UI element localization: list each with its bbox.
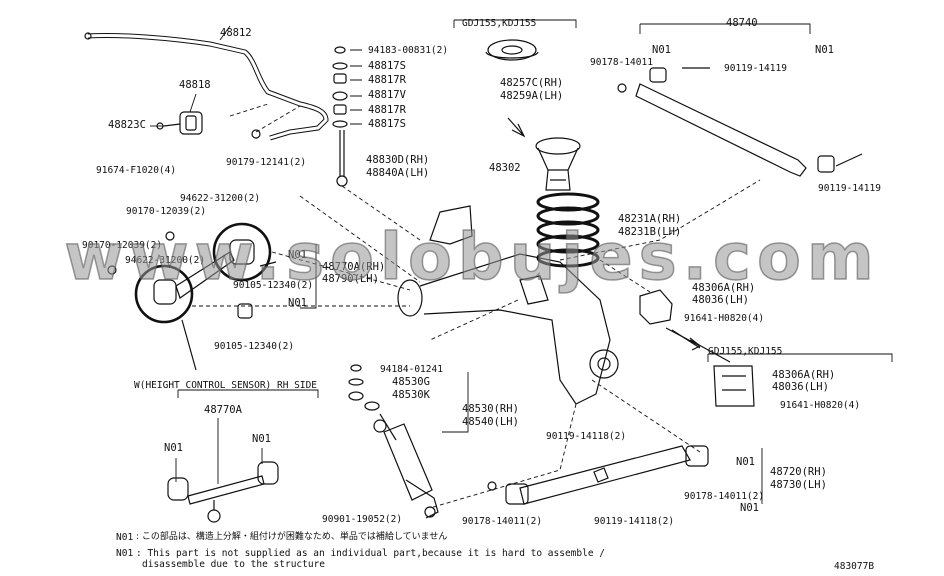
part-90119-right: 90119-14119 <box>818 183 881 194</box>
sensor-arrowhead-icon <box>665 327 701 351</box>
part-48817R-a: 48817R <box>368 74 406 86</box>
part-48530K: 48530K <box>392 389 430 401</box>
n01-bot-right-a: N01 <box>736 456 755 468</box>
part-48530: 48530(RH) <box>462 403 519 415</box>
part-90105-a: 90105-12340(2) <box>233 280 314 291</box>
part-90119-top: 90119-14119 <box>724 63 787 74</box>
axle-housing <box>397 205 619 405</box>
part-48036-a: 48036(LH) <box>692 294 749 306</box>
part-48540: 48540(LH) <box>462 416 519 428</box>
n01-mid-a: N01 <box>288 249 307 261</box>
n01-mid-b: N01 <box>288 297 307 309</box>
down-arrow-icon <box>507 117 526 138</box>
part-48812: 48812 <box>220 27 252 39</box>
bump-stopper <box>535 137 581 191</box>
spring-seat <box>485 39 539 61</box>
part-48770A: 48770A <box>204 404 242 416</box>
lateral-rod-48740 <box>617 67 863 177</box>
note-jp-code: N01 <box>116 532 134 543</box>
part-48823C: 48823C <box>108 119 146 131</box>
note-en-code: N01 <box>116 548 134 559</box>
part-48740: 48740 <box>726 17 758 29</box>
part-90178-bot-r: 90178-14011(2) <box>684 491 765 502</box>
part-94184: 94184-01241 <box>380 364 443 375</box>
part-90119-bot-a: 90119-14118(2) <box>546 431 627 442</box>
height-sensor-arm <box>167 461 279 523</box>
part-90179: 90179-12141(2) <box>226 157 307 168</box>
part-48817R-b: 48817R <box>368 104 406 116</box>
part-90178-bot: 90178-14011(2) <box>462 516 543 527</box>
part-48770A-rh: 48770A(RH) <box>322 261 386 273</box>
part-48817S-b: 48817S <box>368 118 406 130</box>
part-48830D: 48830D(RH) <box>366 154 430 166</box>
part-48720: 48720(RH) <box>770 466 827 478</box>
model-note-mid: GDJ155,KDJ155 <box>708 346 783 357</box>
part-48257C: 48257C(RH) <box>500 77 564 89</box>
model-note-top: GDJ155,KDJ155 <box>462 18 537 29</box>
part-48730: 48730(LH) <box>770 479 827 491</box>
part-48790: 48790(LH) <box>322 273 379 285</box>
lower-control-arm <box>487 445 709 505</box>
part-90178-top: 90178-14011 <box>590 57 653 68</box>
part-90901: 90901-19052(2) <box>322 514 403 525</box>
shock-absorber <box>348 364 439 519</box>
watermark-text: www.solobujes.com <box>64 221 880 295</box>
part-48817V: 48817V <box>368 89 406 101</box>
part-94622-b: 94622-31200(2) <box>125 255 206 266</box>
bushing-48818 <box>156 111 203 135</box>
part-90170-a: 90170-12039(2) <box>126 206 207 217</box>
n01-bot-right-b: N01 <box>740 502 759 514</box>
part-48259A: 48259A(LH) <box>500 90 564 102</box>
part-94622-a: 94622-31200(2) <box>180 193 261 204</box>
note-en-text1: : This part is not supplied as an indivi… <box>136 548 605 559</box>
stabilizer-bar <box>84 32 329 141</box>
part-48818: 48818 <box>179 79 211 91</box>
bump-stop-48306A <box>639 289 755 407</box>
upper-control-arm <box>107 222 277 371</box>
part-48302: 48302 <box>489 162 521 174</box>
part-48530G: 48530G <box>392 376 430 388</box>
note-jp-text: : この部品は、構造上分解・組付けが困難なため、単品では補給していません <box>136 532 448 542</box>
n01-top-right: N01 <box>815 44 834 56</box>
n01-top-left: N01 <box>652 44 671 56</box>
part-48306A-b: 48306A(RH) <box>772 369 836 381</box>
dashed-guides <box>192 103 761 509</box>
part-90105-b: 90105-12340(2) <box>214 341 295 352</box>
part-48840A: 48840A(LH) <box>366 167 430 179</box>
note-en-text2: disassemble due to the structure <box>142 559 326 570</box>
part-48817S-a: 48817S <box>368 60 406 72</box>
part-48231B: 48231B(LH) <box>618 226 682 238</box>
callout-lines <box>150 19 893 504</box>
part-91674: 91674-F1020(4) <box>96 165 177 176</box>
part-91641-a: 91641-H0820(4) <box>684 313 765 324</box>
n01-lower-left: N01 <box>164 442 183 454</box>
part-48036-b: 48036(LH) <box>772 381 829 393</box>
n01-lower-right: N01 <box>252 433 271 445</box>
part-48231A: 48231A(RH) <box>618 213 682 225</box>
part-48306A-a: 48306A(RH) <box>692 282 756 294</box>
height-sensor-note: W(HEIGHT CONTROL SENSOR) RH SIDE <box>134 380 318 391</box>
part-90170-b: 90170-12039(2) <box>82 240 163 251</box>
part-94183: 94183-00831(2) <box>368 45 449 56</box>
part-91641-b: 91641-H0820(4) <box>780 400 861 411</box>
figure-id: 483077B <box>834 561 875 572</box>
part-90119-bot-b: 90119-14118(2) <box>594 516 675 527</box>
stabilizer-link-stack <box>251 46 348 187</box>
